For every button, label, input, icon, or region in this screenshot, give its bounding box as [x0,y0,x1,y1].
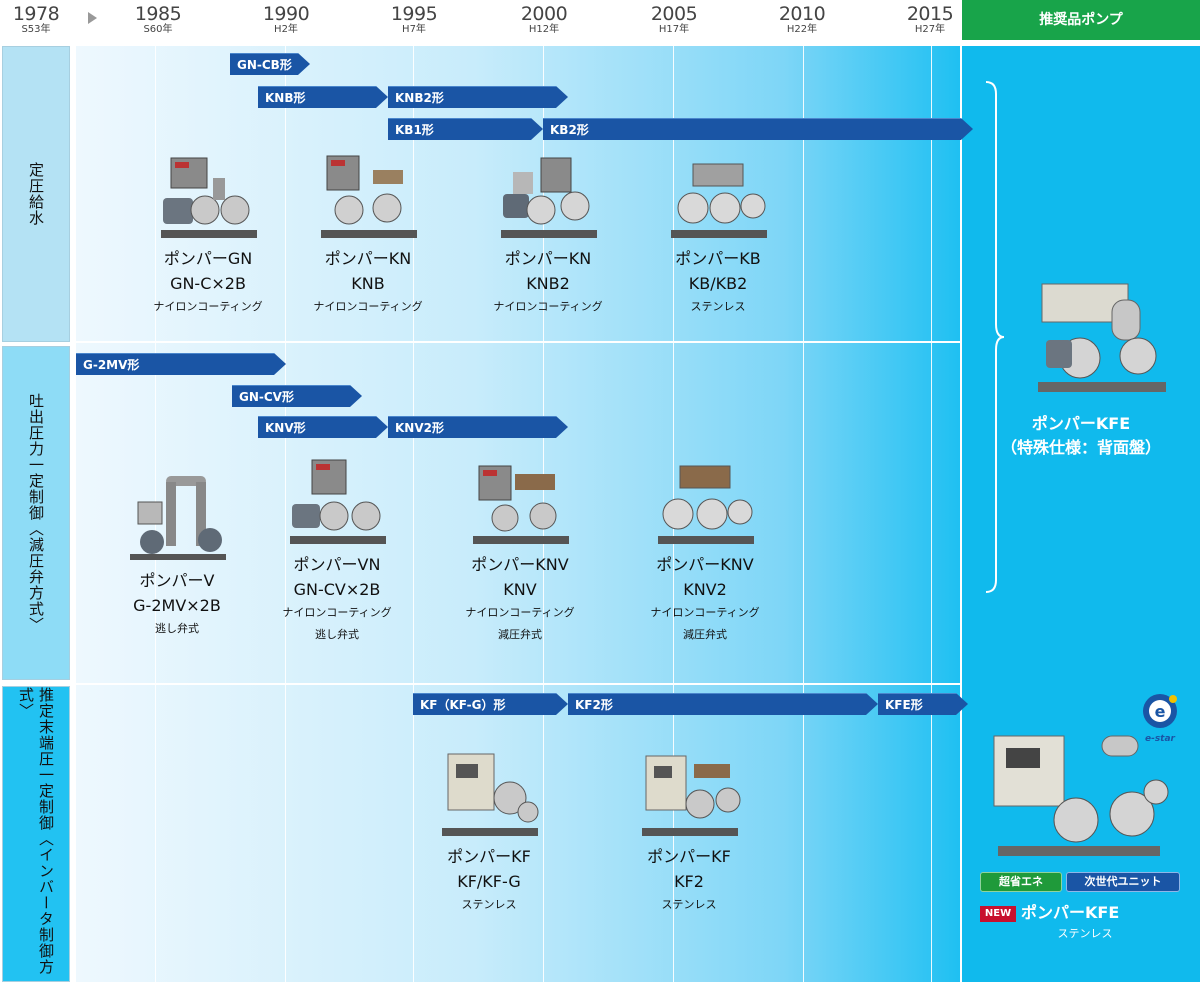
pump-unit-icon [642,755,741,836]
product-model: KF/KF-G [457,872,521,891]
product-model: KF2 [674,872,704,891]
product-kf: ポンパーKF KF/KF-G ステンレス [404,748,574,916]
product-vn: ポンパーVN GN-CV×2B ナイロンコーティング 逃し弁式 [252,456,422,646]
arrow-kb2: KB2形 [543,118,973,140]
year-1978: 1978 S53年 [12,3,60,35]
arrow-kfe: KFE形 [878,693,968,715]
product-note: ナイロンコーティング [282,606,392,619]
product-knv: ポンパーKNV KNV ナイロンコーティング 減圧弁式 [435,456,605,646]
gridline [803,46,804,982]
product-model: KNB2 [526,274,570,293]
product-gn: ポンパーGN GN-C×2B ナイロンコーティング [123,150,293,318]
product-note: ナイロンコーティング [153,300,263,313]
product-name: ポンパーKB [675,249,761,268]
badge-next-gen-unit: 次世代ユニット [1066,872,1180,892]
product-note: 逃し弁式 [155,622,199,635]
product-name: ポンパーKF [447,847,531,866]
product-name: ポンパーKF [647,847,731,866]
row-divider [76,683,960,685]
recommended-header: 推奨品ポンプ [962,0,1200,40]
product-name: ポンパーKN [504,249,592,268]
pump-kfe-icon [993,735,1169,856]
arrow-gn-cb: GN-CB形 [230,53,310,75]
product-kb: ポンパーKB KB/KB2 ステンレス [633,150,803,318]
product-knv2: ポンパーKNV KNV2 ナイロンコーティング 減圧弁式 [620,456,790,646]
product-model: GN-C×2B [170,274,246,293]
product-note: ナイロンコーティング [465,606,575,619]
pump-kfe-back-panel-icon [1038,283,1166,392]
svg-text:e: e [1155,702,1166,721]
pump-unit-icon [671,163,767,238]
pump-unit-icon [290,459,386,544]
product-note: ステンレス [461,898,517,911]
pump-unit-icon [473,465,569,544]
new-tag: NEW [980,906,1016,922]
product-note: ナイロンコーティング [313,300,423,313]
product-kf2: ポンパーKF KF2 ステンレス [604,748,774,916]
product-model: KNB [351,274,385,293]
product-kn-knb: ポンパーKN KNB ナイロンコーティング [283,150,453,318]
product-name: ポンパーKNV [656,555,754,574]
product-model: GN-CV×2B [293,580,381,599]
bracket-icon [985,81,1005,593]
category-inverter-control: 推定末端圧一定制御〈インバータ制御方式〉 [2,686,70,982]
product-note: 減圧弁式 [683,628,727,641]
product-spec: （特殊仕様：背面盤） [1000,438,1161,457]
pump-unit-icon [130,476,226,560]
product-kn-knb2: ポンパーKN KNB2 ナイロンコーティング [463,150,633,318]
product-note: ナイロンコーティング [493,300,603,313]
e-star-logo: e e-star [1138,692,1182,748]
product-name: ポンパーVN [293,555,381,574]
product-note: ステンレス [661,898,717,911]
product-name: ポンパーKFE [1031,414,1131,433]
product-model: KB/KB2 [688,274,748,293]
recommended-kfe-top: ポンパーKFE （特殊仕様：背面盤） [962,412,1200,460]
gridline [931,46,932,982]
arrow-knb2: KNB2形 [388,86,568,108]
arrow-gn-cv: GN-CV形 [232,385,362,407]
product-name: ポンパーV [139,571,215,590]
product-model: G-2MV×2B [133,596,221,615]
timeline-start-arrow-icon [88,12,97,24]
category-discharge-pressure: 吐出圧力一定制御〈減圧弁方式〉 [2,346,70,680]
product-note: 逃し弁式 [315,628,359,641]
pump-unit-icon [442,753,539,836]
e-star-logo-icon: e [1143,694,1177,728]
pump-unit-icon [658,465,754,544]
arrow-knv2: KNV2形 [388,416,568,438]
row-divider [76,341,960,343]
product-v: ポンパーV G-2MV×2B 逃し弁式 [92,472,262,640]
pump-unit-icon [321,155,417,238]
arrow-kf: KF（KF-G）形 [413,693,568,715]
product-name: ポンパーKN [324,249,412,268]
product-note: ステンレス [690,300,746,313]
product-note: 減圧弁式 [498,628,542,641]
arrow-knv: KNV形 [258,416,388,438]
product-name: ポンパーKFE [1021,903,1120,922]
arrow-kf2: KF2形 [568,693,878,715]
gridline [285,46,286,982]
pump-unit-icon [161,157,257,238]
product-model: KNV2 [683,580,727,599]
arrow-kb1: KB1形 [388,118,543,140]
pump-unit-icon [501,157,597,238]
arrow-g-2mv: G-2MV形 [76,353,286,375]
product-note: ステンレス [1057,927,1113,940]
product-note: ナイロンコーティング [650,606,760,619]
product-name: ポンパーGN [163,249,253,268]
product-name: ポンパーKNV [471,555,569,574]
category-constant-pressure: 定圧給水 [2,46,70,342]
badge-super-energy-saving: 超省エネ [980,872,1062,892]
arrow-knb: KNB形 [258,86,388,108]
product-model: KNV [503,580,537,599]
gridline [413,46,414,982]
